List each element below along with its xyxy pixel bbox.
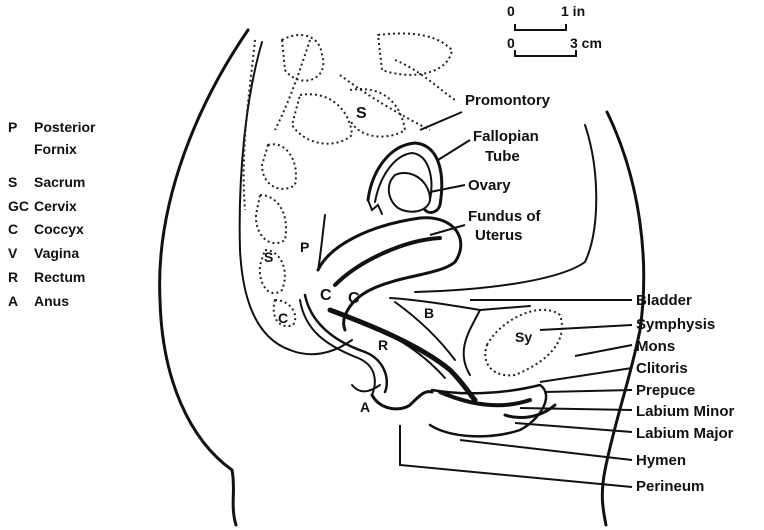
letter-sy: Sy [515,329,532,345]
letter-s-lower: S [264,249,273,265]
label-fallopian: Fallopian [473,128,539,146]
label-labium-minor: Labium Minor [636,403,734,421]
scale-cm-start: 0 [507,34,515,52]
label-mons: Mons [636,338,675,356]
letter-c2: C [320,287,332,304]
scale-inch-start: 0 [507,2,515,20]
scale-bar-inch [515,24,566,30]
label-ovary: Ovary [468,177,511,195]
label-promontory: Promontory [465,92,550,110]
label-hymen: Hymen [636,452,686,470]
scale-bar-cm [515,50,576,56]
labium-major [430,385,546,436]
ovary [389,173,430,212]
label-bladder: Bladder [636,292,692,310]
label-clitoris: Clitoris [636,360,688,378]
label-uterus: Uterus [475,227,523,245]
back-outline [160,30,248,525]
letter-s-upper: S [356,105,367,122]
label-tube: Tube [485,148,520,166]
anus [352,385,380,391]
label-prepuce: Prepuce [636,382,695,400]
letter-r: R [378,337,388,353]
letter-p: P [300,239,309,255]
letter-a: A [360,399,370,415]
scale-inch-end: 1 in [561,2,585,20]
letter-b: B [424,305,434,321]
label-fundus-of: Fundus of [468,208,540,226]
legend-item-p-cont: Fornix [34,140,77,158]
label-labium-major: Labium Major [636,425,734,443]
sacrum-outline [282,35,323,81]
letter-c3: C [348,290,360,307]
label-symphysis: Symphysis [636,316,715,334]
letter-c1: C [278,310,288,326]
scale-cm-end: 3 cm [570,34,602,52]
posterior-cavity-line [240,42,352,354]
label-perineum: Perineum [636,478,704,496]
